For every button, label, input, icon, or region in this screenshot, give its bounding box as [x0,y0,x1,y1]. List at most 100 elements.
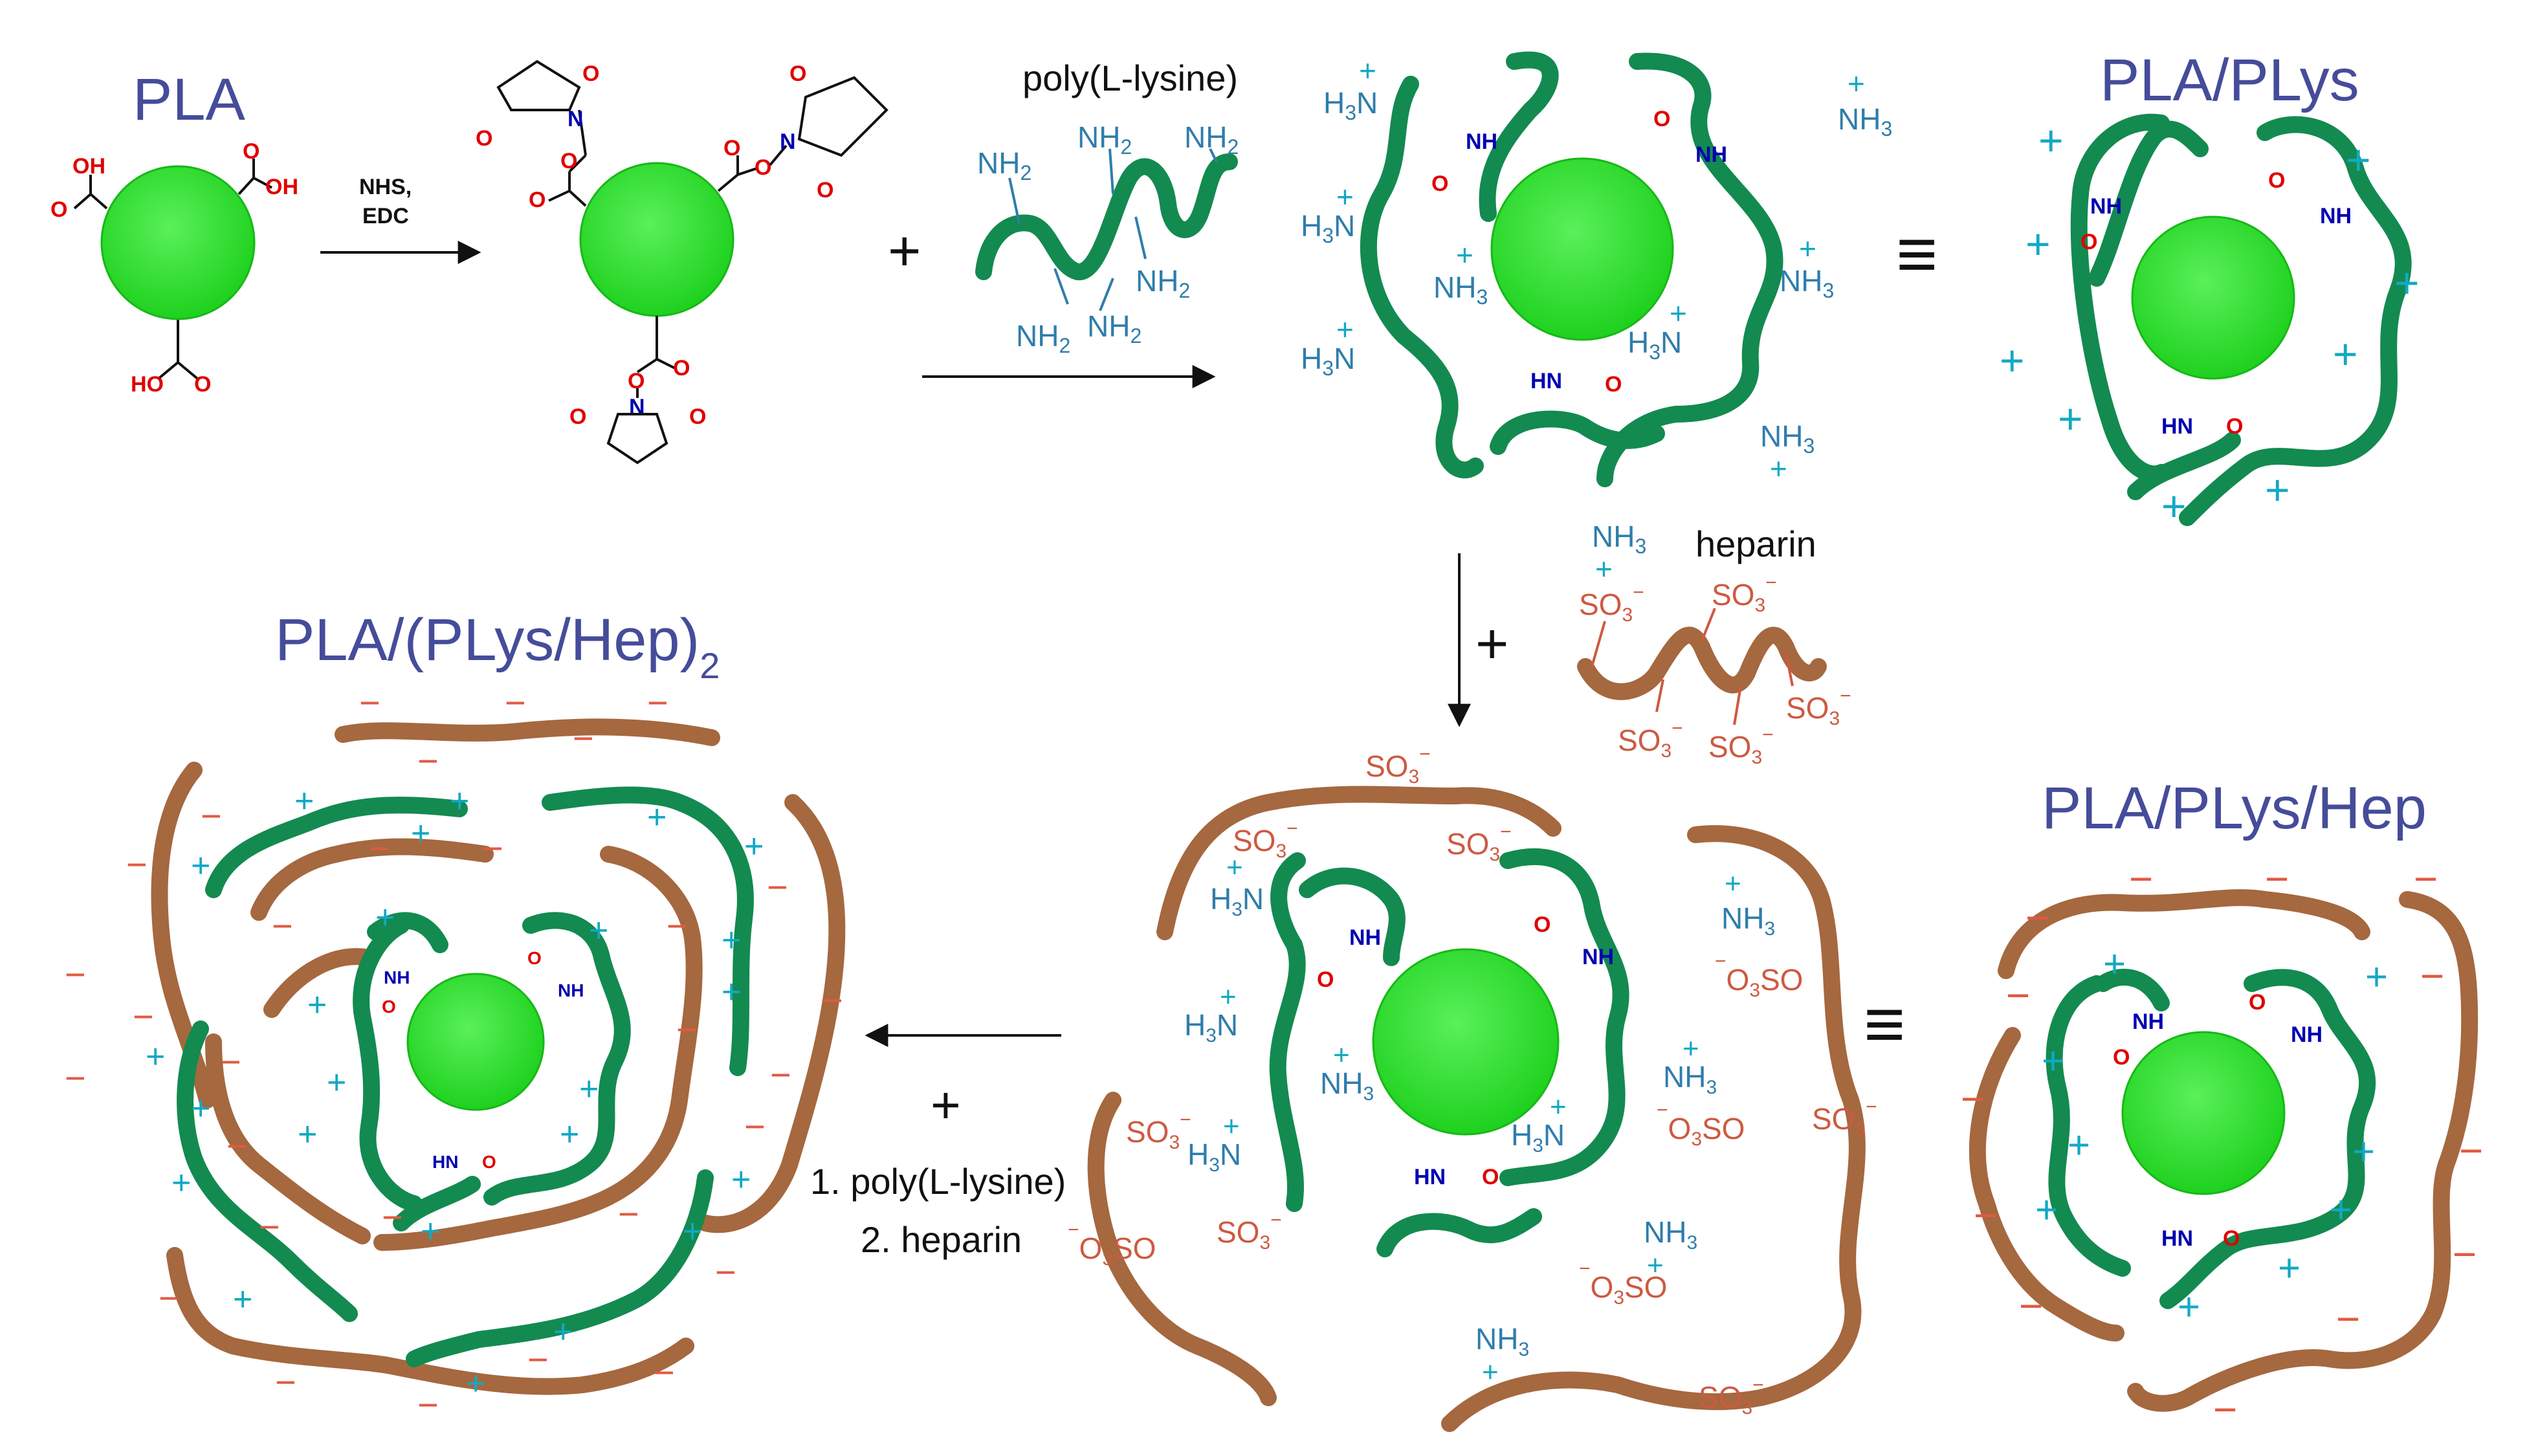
ammonium-group: NH3 [1780,264,1834,302]
positive-charge: + [298,1116,317,1153]
amide-o-label: O [2249,990,2266,1015]
plus-sign: + [1475,612,1508,676]
nanoparticle [2121,1031,2286,1195]
amide-nh-label: NH [2320,204,2352,228]
nanoparticle [406,973,545,1111]
title-pla: PLA [133,67,246,133]
ammonium-group: H3N [1210,882,1264,920]
amine-group: NH2 [1136,264,1190,302]
negative-charge: − [654,1352,675,1393]
pla-plys-hep2-multilayer: NH O NH O HN O + + + + + + + + + + + + +… [65,682,846,1425]
negative-charge: − [2025,894,2049,941]
nanoparticle [100,165,256,320]
pla-plys-hep-simplified: NH O NH O HN O + + + + + + + + + − − − −… [1961,855,2483,1433]
positive-charge: + [2035,1188,2058,1231]
pla-nhs-ester-particle: O O N O O O O N O O O O N O O [476,60,888,465]
carboxyl-o-label: O [50,197,67,222]
amide-nh-label: NH [2291,1022,2323,1047]
positive-charge: + [1595,552,1613,586]
positive-charge: + [1647,1250,1664,1281]
positive-charge: + [191,1090,210,1127]
step1-label: 1. poly(L-lysine) [810,1161,1066,1202]
ammonium-group: H3N [1628,325,1682,364]
negative-charge: − [359,682,381,723]
polylysine-label: poly(L-lysine) [1022,58,1238,98]
negative-charge: − [369,828,390,868]
amide-nh-label: NH [1349,925,1381,950]
title-pla-plys-hep2: PLA/(PLys/Hep)2 [275,607,720,686]
positive-charge: + [2330,1188,2352,1231]
nhs-o-label: O [789,61,806,86]
positive-charge: + [1359,54,1376,87]
positive-charge: + [553,1313,573,1351]
amide-hn-label: HN [432,1152,458,1172]
negative-charge: − [505,682,526,723]
equivalent-sign: ≡ [1864,984,1905,1064]
sulfate-group: SO3− [1712,572,1777,616]
ammonium-group: NH3 [1475,1322,1529,1360]
title-pla-plys-hep2-sub: 2 [700,645,720,686]
positive-charge: + [2365,955,2388,998]
sulfate-group: SO3− [1699,1374,1764,1418]
positive-charge: + [294,782,314,820]
pla-plys-hep-detailed: NH O NH O HN O H3N H3N NH3 H3N NH3 NH3 H… [1068,744,1877,1432]
negative-charge: − [822,980,843,1020]
nhs-o-label: O [476,126,492,151]
polylysine-chain: NH2 NH2 NH2 NH2 NH2 NH2 [975,120,1239,357]
ester-o-label: O [755,155,771,180]
negative-charge: − [1974,1192,1998,1239]
nhs-label: NHS, [359,175,412,199]
positive-charge: + [1482,1356,1499,1388]
negative-charge: − [770,1054,791,1095]
plus-sign: + [888,219,921,283]
positive-charge: + [2038,116,2064,164]
negative-charge: − [2019,1283,2043,1329]
ammonium-group: NH3 [1663,1060,1717,1098]
equivalent-sign: ≡ [1896,214,1937,294]
sulfate-group: SO3− [1812,1096,1877,1140]
negative-charge: − [2414,855,2438,902]
amide-o-label: O [1605,372,1622,397]
nanoparticle [1490,157,1674,341]
amine-group: NH2 [1087,309,1142,347]
amide-o-label: O [2268,168,2285,193]
positive-charge: + [647,799,667,836]
positive-charge: + [146,1038,165,1075]
positive-charge: + [191,847,210,885]
amide-o-label: O [1317,967,1334,992]
positive-charge: + [1336,180,1354,214]
negative-charge: − [667,905,688,946]
ammonium-group: NH3 [1760,419,1815,458]
negative-charge: − [676,1009,698,1050]
negative-charge: − [65,1057,86,1098]
positive-charge: + [1848,67,1865,100]
negative-charge: − [159,1277,180,1318]
sulfate-group: SO3− [1365,744,1431,788]
ammonium-group: NH3 [1320,1066,1374,1105]
carboxyl-o-label: O [243,139,259,164]
plus-sign: + [931,1076,961,1134]
sulfate-group: SO3− [1217,1209,1282,1253]
positive-charge: + [450,782,469,820]
positive-charge: + [2103,942,2126,986]
sulfate-group: −O3SO [1579,1258,1667,1308]
ammonium-group: NH3 [1592,520,1646,558]
positive-charge: + [375,899,395,936]
amide-o-label: O [2223,1226,2240,1251]
carboxyl-ho-label: HO [131,372,164,397]
amide-o-label: O [482,1152,496,1172]
sulfate-group: SO3− [1708,724,1774,768]
negative-charge: − [417,740,439,781]
ammonium-group: H3N [1187,1138,1241,1176]
positive-charge: + [1456,238,1473,272]
positive-charge: + [2042,1039,2064,1083]
positive-charge: + [2352,1130,2375,1173]
ester-o-label: O [529,188,546,212]
nhs-o-label: O [582,61,599,86]
positive-charge: + [411,815,430,852]
amide-nh-label: NH [384,967,410,987]
ammonium-group: NH3 [1644,1215,1697,1253]
ester-o-label: O [723,136,740,160]
negative-charge: − [259,1206,280,1247]
negative-charge: − [133,996,154,1037]
